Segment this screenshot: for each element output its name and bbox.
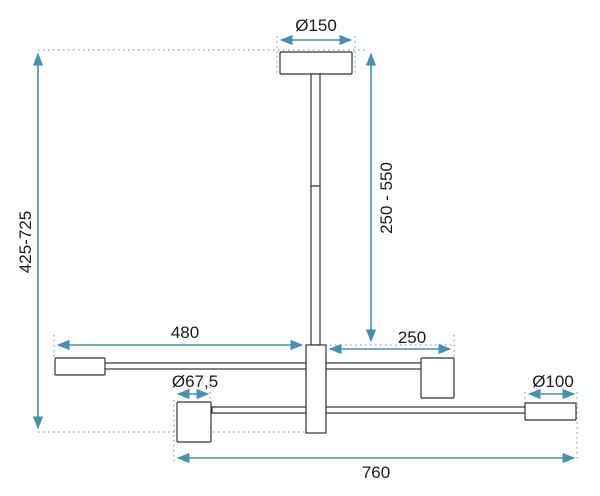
large-shade-diameter-label: Ø100 xyxy=(532,372,574,391)
left-shade xyxy=(54,357,106,376)
ceiling-canopy xyxy=(279,51,353,75)
suspension-rod-upper xyxy=(310,73,321,187)
total-height-label: 425-725 xyxy=(16,211,35,273)
dimension-labels: Ø150 250 - 550 425-725 480 250 Ø67,5 Ø10… xyxy=(16,16,574,482)
total-width-label: 760 xyxy=(362,463,390,482)
lamp-body xyxy=(54,51,577,443)
right-lower-shade xyxy=(524,402,577,421)
central-hub xyxy=(305,344,327,434)
canopy-diameter-label: Ø150 xyxy=(295,16,337,35)
rod-length-label: 250 - 550 xyxy=(377,162,396,234)
right-upper-shade xyxy=(420,357,455,399)
upper-arm xyxy=(103,362,423,370)
right-arm-label: 250 xyxy=(398,328,426,347)
left-arm-label: 480 xyxy=(171,323,199,342)
small-shade-diameter-label: Ø67,5 xyxy=(172,372,218,391)
lower-left-shade xyxy=(176,401,212,443)
suspension-rod-lower xyxy=(310,185,321,346)
dimension-lines xyxy=(32,34,576,464)
lower-arm xyxy=(211,406,527,414)
